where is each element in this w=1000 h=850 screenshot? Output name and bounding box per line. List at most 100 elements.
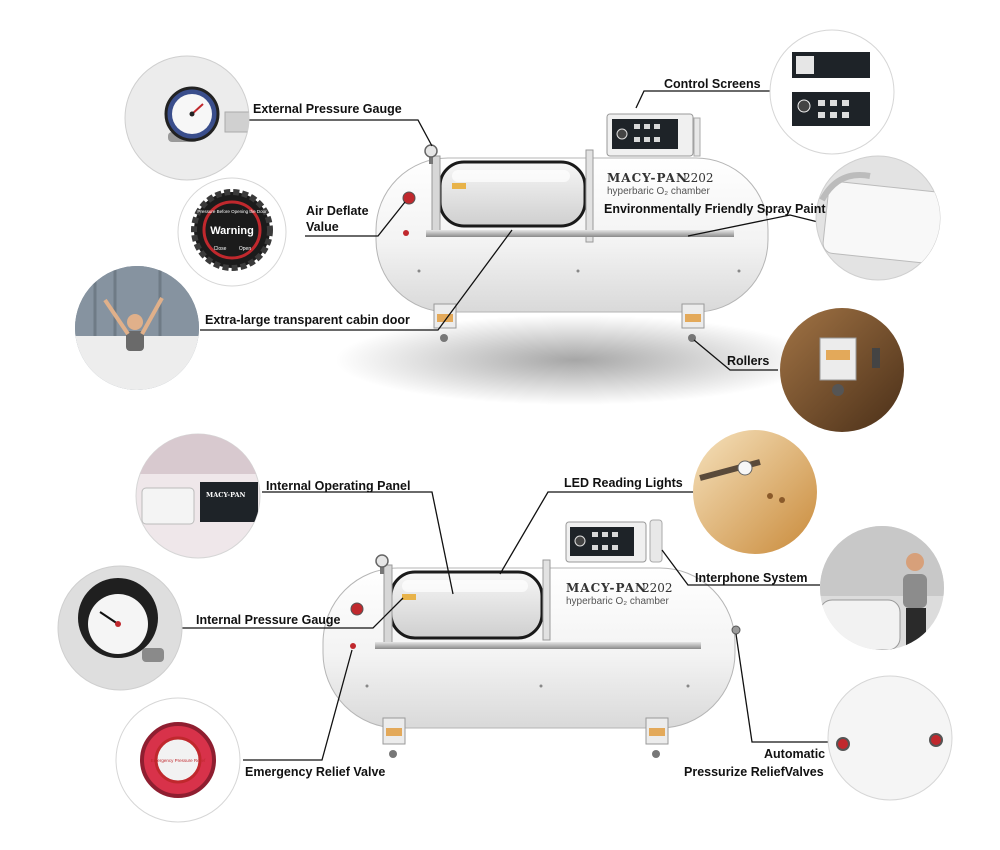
top-control-button [654,137,660,142]
gauge-fitting [142,648,164,662]
leader-rollers [693,339,778,371]
bottom-chamber: MACY-PAN 2202 hyperbaric O₂ chamber [322,519,741,758]
leader-interphone [661,549,820,586]
top-brand-text: MACY-PAN [607,171,688,185]
label-auto-line1: Automatic [764,747,826,761]
photo-interphone-system [820,526,944,650]
label-emergency-relief-valve: Emergency Relief Valve [245,765,386,779]
top-control-button [644,124,650,129]
phone-icon [906,553,924,571]
label-air-deflate-line2: Value [306,220,339,234]
bottom-brand-text: MACY-PAN [566,581,647,595]
bottom-control-button [602,532,608,537]
gauge-needle [99,611,119,625]
panel-key [842,112,849,118]
photo-internal-pressure-gauge [57,565,183,691]
warning-ring-text: Pressure Before Opening the Door [197,209,267,214]
leader-air-deflate [305,201,406,237]
label-air-deflate-line1: Air Deflate [306,204,369,218]
bottom-control-button [612,532,618,537]
relief-valve-text: Emergency Pressure Relief [151,758,207,763]
top-side-rail [426,230,734,237]
led-lamp [737,460,753,476]
leader-control-screens [635,90,770,109]
warning-ring [202,200,262,260]
photo-emergency-relief-valve: Emergency Pressure Relief [115,697,241,823]
top-control-button [644,137,650,142]
roller-tag [826,350,850,360]
top-foot-left-tag [437,314,453,322]
bottom-intercom-post [649,519,663,563]
gauge-hub [189,111,195,117]
woman-legs [906,608,926,648]
bottom-reading-light [402,594,416,600]
warning-word: Warning [210,225,254,237]
photo-auto-relief-valves [827,675,953,801]
led-button [779,497,785,503]
bottom-window-reflection [402,580,528,592]
label-rollers: Rollers [727,354,770,368]
label-interphone-system: Interphone System [695,571,808,585]
top-reading-light [452,183,466,189]
top-bolt [737,269,741,273]
leader-spray-paint [687,214,819,237]
panel-key [818,100,825,106]
person-torso [126,331,144,351]
bottom-side-rail [375,642,701,649]
top-window-reflection [452,170,570,182]
chamber-side [820,599,901,650]
label-led-reading-lights: LED Reading Lights [564,476,683,490]
inner-panel-dark [200,482,258,522]
photo-cabin-door-person [75,266,199,390]
leader-lines [178,90,828,761]
bottom-bolt [686,684,690,688]
spray-paint-icon [822,181,940,265]
panel-knob [797,99,811,113]
panel-key [842,100,849,106]
leader-cabin-door [200,229,513,331]
top-foot-right-tag [685,314,701,322]
label-internal-pressure-gauge: Internal Pressure Gauge [196,613,341,627]
photo-warning-badge: Pressure Before Opening the Door Warning… [177,177,287,287]
bottom-auto-relief-valve [731,625,741,635]
leader-external-gauge [245,119,433,147]
warning-open: Open [239,246,251,252]
top-control-button [654,124,660,129]
label-auto-line2: Pressurize ReliefValves [684,765,824,779]
woman-torso [903,574,927,608]
leader-auto-valves [735,633,828,743]
leader-led-lights [499,491,694,575]
label-cabin-door: Extra-large transparent cabin door [205,313,410,327]
bottom-wheel-left [389,750,397,758]
photo-led-reading-lights [693,430,817,554]
top-door-post [585,149,594,243]
bottom-control-button [602,545,608,550]
top-subtitle-text: hyperbaric O₂ chamber [607,186,710,197]
leader-internal-gauge [178,597,404,629]
bottom-gauge-stem [380,566,384,574]
inner-panel-brand: MACY-PAN [206,491,246,499]
inner-panel-white [141,487,195,525]
photo-internal-operating-panel: MACY-PAN [135,433,261,559]
photo-external-pressure-gauge [124,55,250,181]
bottom-control-knob [574,535,586,547]
panel-key [818,112,825,118]
top-gauge-stem [429,156,433,164]
bottom-model-text: 2202 [642,581,673,595]
top-intercom-post [693,117,701,157]
leader-internal-panel [262,491,454,595]
top-door-hinge [431,155,441,235]
bottom-door-post [542,559,551,641]
relief-valve-inner [154,736,202,784]
person-arm-right [140,297,164,335]
bottom-foot-left-tag [386,728,402,736]
label-internal-operating-panel: Internal Operating Panel [266,479,411,493]
bottom-control-button [592,532,598,537]
bottom-subtitle-text: hyperbaric O₂ chamber [566,596,669,607]
bottom-wheel-right [652,750,660,758]
top-air-deflate-valve [402,191,416,205]
bottom-emergency-valve [350,643,356,649]
led-button [767,493,773,499]
bottom-bolt [539,684,543,688]
